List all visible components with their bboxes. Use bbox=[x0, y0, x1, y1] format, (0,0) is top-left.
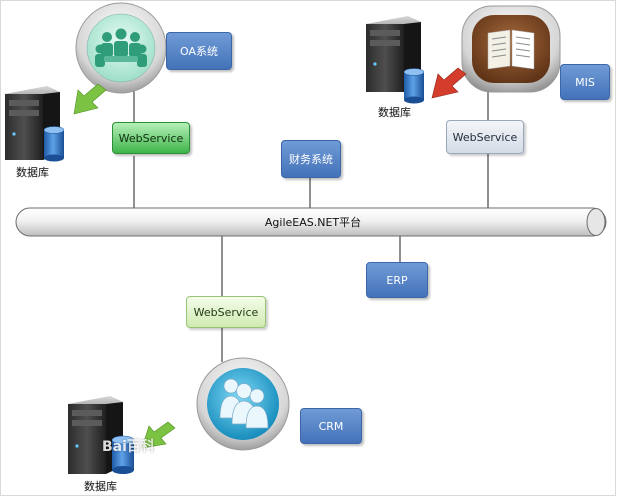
arrow-icon bbox=[73, 83, 107, 115]
people-icon bbox=[196, 357, 290, 451]
watermark-text: Bai百科 bbox=[102, 439, 155, 455]
open-book-icon bbox=[461, 5, 561, 93]
database-label-top-right: 数据库 bbox=[378, 106, 411, 119]
server-database-icon bbox=[68, 396, 135, 474]
webservice-right-box[interactable]: WebService bbox=[446, 120, 524, 154]
arrow-icon bbox=[431, 67, 467, 99]
arrow-icon bbox=[141, 421, 176, 449]
server-database-icon bbox=[5, 16, 425, 474]
server-database-icon bbox=[366, 16, 425, 104]
arrow-icon bbox=[73, 67, 467, 449]
mis-system-box[interactable]: MIS bbox=[560, 64, 610, 100]
crm-system-box[interactable]: CRM bbox=[300, 408, 362, 444]
erp-system-box[interactable]: ERP bbox=[366, 262, 428, 298]
bus-pipe bbox=[15, 207, 607, 237]
oa-system-box[interactable]: OA系统 bbox=[166, 32, 232, 70]
webservice-bottom-box[interactable]: WebService bbox=[186, 296, 266, 328]
database-label-bottom: 数据库 bbox=[84, 480, 117, 493]
webservice-left-box[interactable]: WebService bbox=[112, 122, 190, 154]
group-meeting-icon bbox=[75, 2, 167, 94]
database-label-left: 数据库 bbox=[16, 166, 49, 179]
platform-bus-label: AgileEAS.NET平台 bbox=[264, 216, 362, 229]
finance-system-box[interactable]: 财务系统 bbox=[281, 140, 341, 178]
server-database-icon bbox=[5, 86, 65, 162]
